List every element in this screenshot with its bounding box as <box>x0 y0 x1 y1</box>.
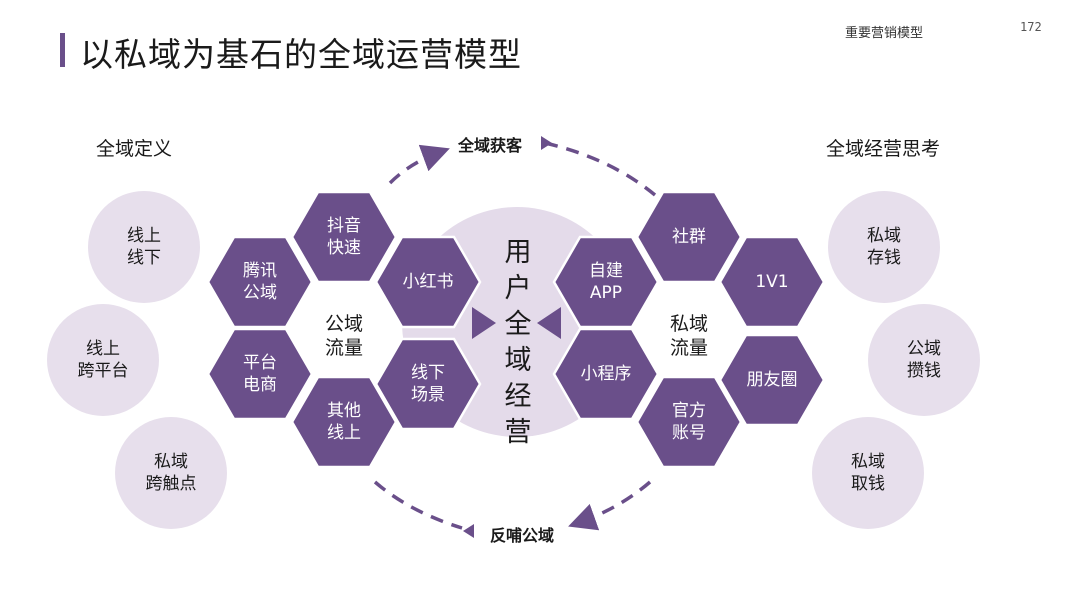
public-hex-label-1: 腾讯 公域 <box>243 261 277 303</box>
public-hex-1 <box>206 235 314 329</box>
arc-bottom-arrowhead <box>463 524 474 538</box>
private-hex-3 <box>552 327 660 421</box>
thinking-circle-private-save: 私域 存钱 <box>828 191 940 303</box>
private-hex-4 <box>718 333 826 427</box>
thinking-circle-public-accumulate: 公域 攒钱 <box>868 304 980 416</box>
definition-circle-cross-touchpoint: 私域 跨触点 <box>115 417 227 529</box>
right-heading: 全域经营思考 <box>826 138 941 160</box>
public-hex-label-0: 抖音 快速 <box>327 216 361 258</box>
arc-label-feedback: 反哺公域 <box>490 526 555 545</box>
public-hex-label-3: 平台 电商 <box>243 353 277 395</box>
public-hex-label-2: 小红书 <box>402 272 454 292</box>
definition-circle-cross-platform: 线上 跨平台 <box>47 304 159 416</box>
page-title: 以私域为基石的全域运营模型 <box>80 35 522 74</box>
private-hex-label-3: 小程序 <box>580 364 632 384</box>
title-accent-bar <box>60 33 65 67</box>
arc-top-left <box>388 144 450 185</box>
public-hex-5 <box>290 375 398 469</box>
private-hex-2 <box>718 235 826 329</box>
public-hex-label-5: 其他 线上 <box>327 401 361 443</box>
private-hex-0 <box>635 190 743 284</box>
public-hex-label-4: 线下 场景 <box>411 363 445 405</box>
left-pointer-triangle <box>472 307 496 339</box>
private-hex-label-2: 1V1 <box>755 272 789 292</box>
arc-top-right <box>544 141 657 197</box>
arc-top-arrowhead <box>541 136 552 150</box>
public-center-label: 公域 流量 <box>324 313 363 359</box>
arc-bottom-right <box>568 480 652 531</box>
definition-circle-online-offline: 线上 线下 <box>88 191 200 303</box>
public-hex-3 <box>206 327 314 421</box>
private-hex-label-0: 社群 <box>672 227 706 247</box>
arc-bottom-left <box>373 480 463 530</box>
private-hex-label-1: 自建 APP <box>589 261 623 303</box>
private-hex-label-4: 朋友圈 <box>746 370 798 390</box>
right-pointer-triangle <box>537 307 561 339</box>
public-hex-4 <box>374 337 482 431</box>
center-label-user-operation: 用户全域经营 <box>504 237 532 448</box>
left-heading: 全域定义 <box>96 138 173 160</box>
page-number: 172 <box>1020 20 1042 34</box>
private-hex-1 <box>552 235 660 329</box>
private-center-label: 私域 流量 <box>669 313 708 359</box>
arc-label-acquisition: 全域获客 <box>458 136 523 155</box>
public-hex-0 <box>290 190 398 284</box>
private-hex-5 <box>635 375 743 469</box>
private-hex-label-5: 官方 账号 <box>672 401 706 443</box>
thinking-circle-private-withdraw: 私域 取钱 <box>812 417 924 529</box>
section-label: 重要营销模型 <box>845 26 924 41</box>
public-hex-2 <box>374 235 482 329</box>
